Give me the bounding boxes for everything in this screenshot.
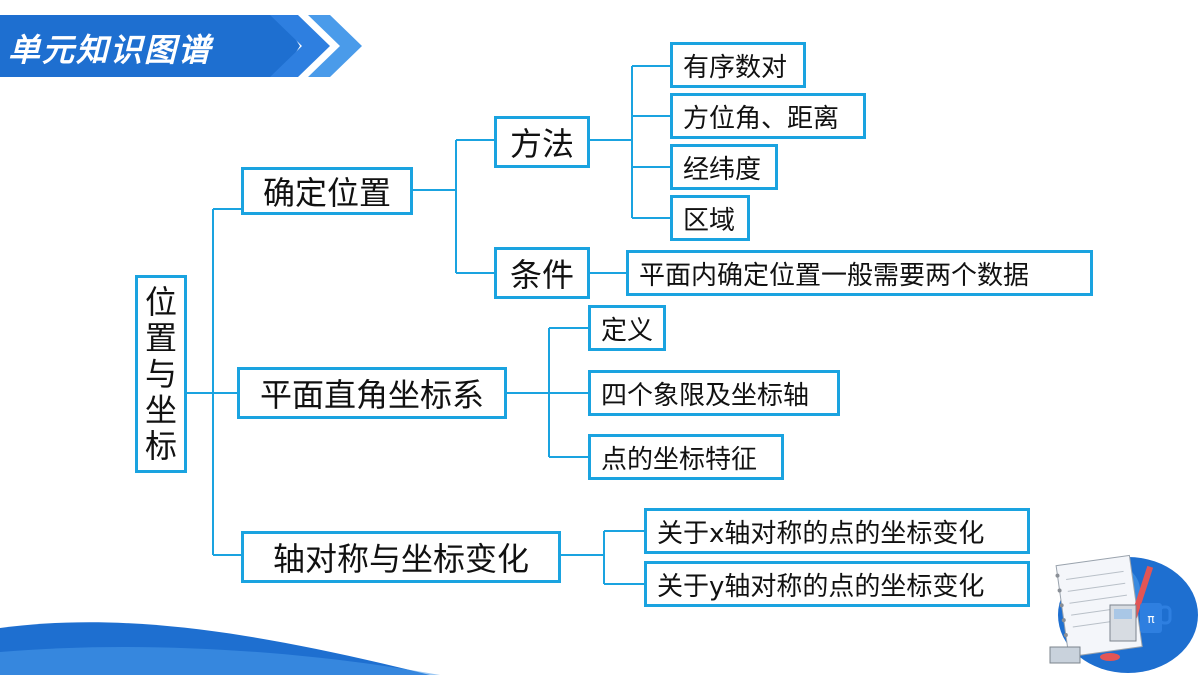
leaf-label: 平面内确定位置一般需要两个数据 [639, 260, 1030, 291]
leaf-label: 点的坐标特征 [601, 444, 758, 475]
root-label: 位置与坐标 [144, 283, 177, 465]
leaf-x-axis-symmetry: 关于x轴对称的点的坐标变化 [644, 508, 1030, 554]
math-notebook-illustration: π [1040, 535, 1200, 675]
header-banner: 单元知识图谱 [0, 15, 370, 77]
node-axis-symmetry: 轴对称与坐标变化 [241, 531, 561, 583]
leaf-point-features: 点的坐标特征 [588, 434, 784, 480]
pi-symbol: π [1147, 612, 1154, 626]
node-label: 轴对称与坐标变化 [272, 540, 529, 578]
node-label: 平面直角坐标系 [259, 376, 484, 414]
leaf-latitude-longitude: 经纬度 [670, 144, 778, 190]
node-method: 方法 [494, 116, 590, 168]
node-coordinate-system: 平面直角坐标系 [237, 367, 507, 419]
leaf-y-axis-symmetry: 关于y轴对称的点的坐标变化 [644, 561, 1030, 607]
leaf-quadrants-axes: 四个象限及坐标轴 [588, 370, 840, 416]
node-determine-position: 确定位置 [241, 167, 413, 215]
leaf-label: 有序数对 [683, 52, 788, 83]
banner-shape [0, 15, 362, 77]
leaf-bearing-distance: 方位角、距离 [670, 93, 866, 139]
node-label: 确定位置 [262, 174, 391, 212]
leaf-label: 四个象限及坐标轴 [601, 380, 810, 411]
node-label: 条件 [509, 256, 574, 294]
node-label: 方法 [509, 125, 574, 163]
node-condition: 条件 [494, 247, 590, 299]
leaf-ordered-pair: 有序数对 [670, 42, 806, 88]
leaf-region: 区域 [670, 195, 750, 241]
leaf-label: 经纬度 [683, 154, 762, 185]
leaf-two-data: 平面内确定位置一般需要两个数据 [626, 250, 1093, 296]
root-node: 位置与坐标 [135, 275, 187, 473]
leaf-label: 关于y轴对称的点的坐标变化 [657, 571, 985, 602]
leaf-label: 定义 [601, 315, 654, 346]
leaf-label: 区域 [683, 205, 736, 236]
leaf-label: 关于x轴对称的点的坐标变化 [657, 518, 985, 549]
leaf-definition: 定义 [588, 305, 666, 351]
page-title: 单元知识图谱 [8, 31, 213, 69]
leaf-label: 方位角、距离 [683, 103, 840, 134]
